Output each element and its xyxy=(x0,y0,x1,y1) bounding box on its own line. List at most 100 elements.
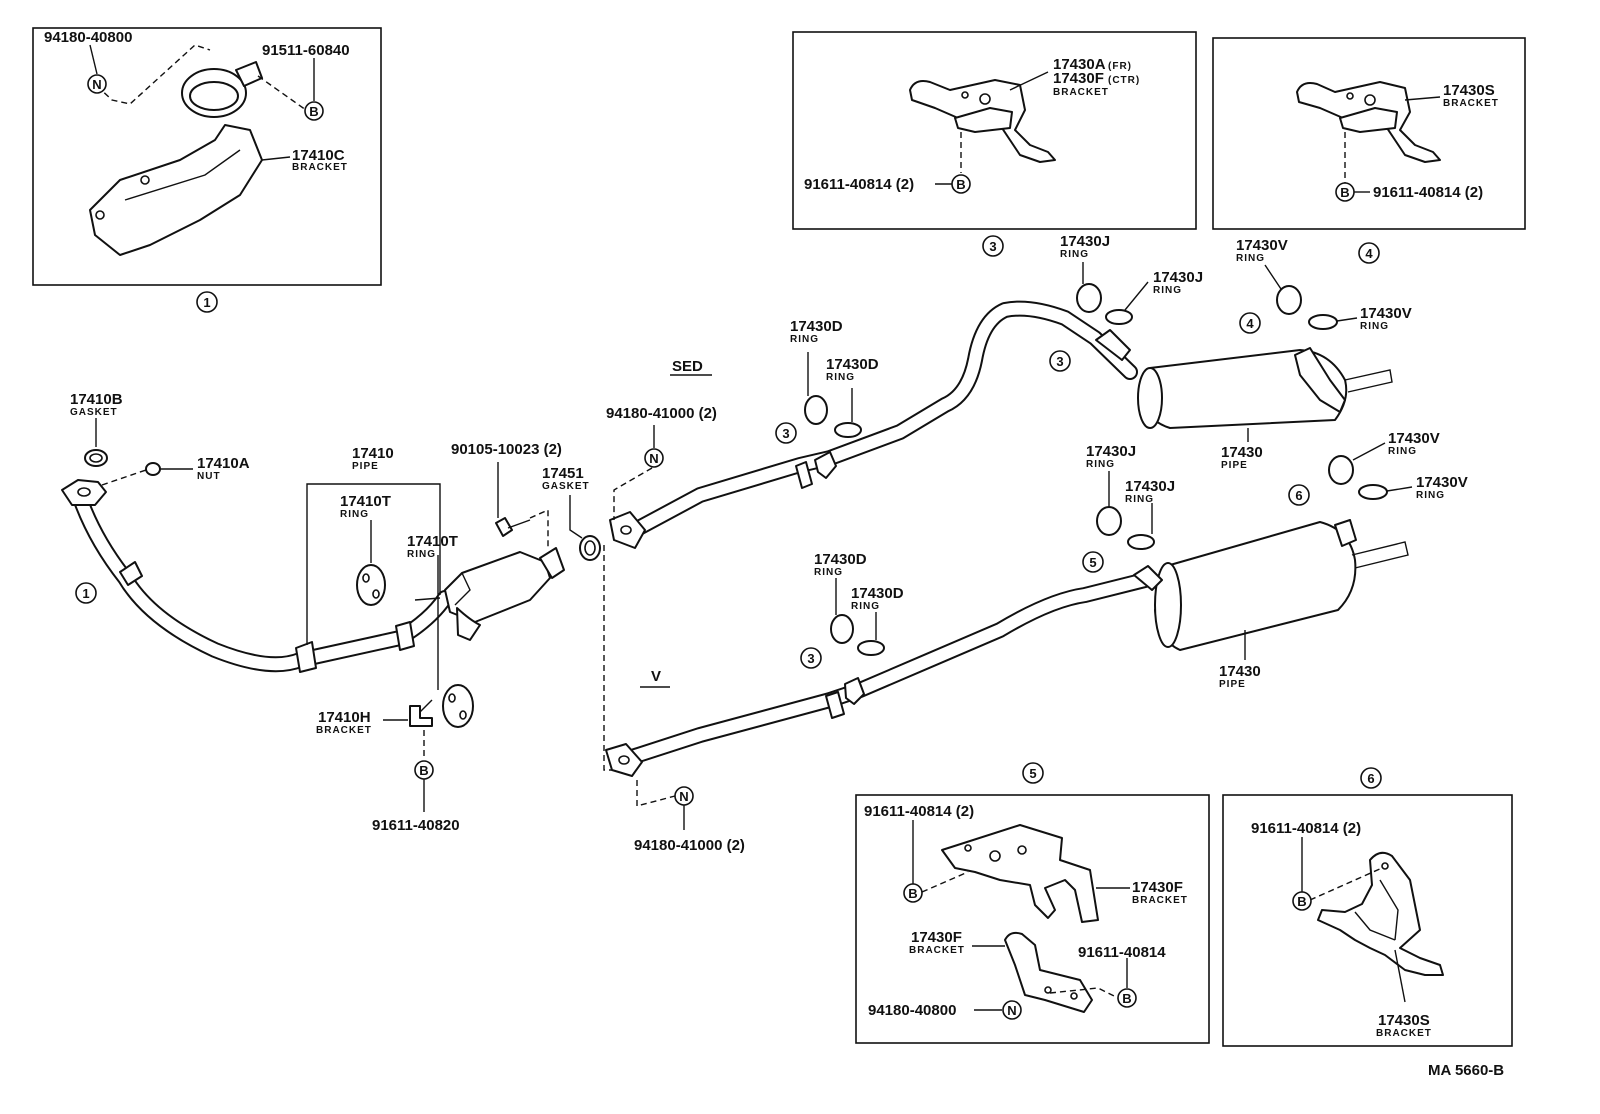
callout-91611-40814-inset5a: 91611-40814 (2) xyxy=(864,803,974,820)
callout-17430D-v-b: 17430D RING xyxy=(851,585,904,612)
leader xyxy=(1124,281,1149,311)
svg-text:B: B xyxy=(1122,991,1131,1006)
sed-center-pipe xyxy=(609,300,1138,549)
svg-text:17430J: 17430J xyxy=(1153,269,1203,286)
svg-text:6: 6 xyxy=(1367,771,1374,786)
gasket-17410B-hole xyxy=(89,453,103,463)
inset5-dash-b xyxy=(1049,987,1119,999)
callout-17430A: 17430A (FR) xyxy=(1053,56,1132,73)
svg-text:17410: 17410 xyxy=(352,445,394,462)
inset-box-6 xyxy=(1222,794,1513,1047)
svg-text:N: N xyxy=(649,451,658,466)
callout-17430J-mid-a: 17430J RING xyxy=(1086,443,1136,470)
callout-17430D-v-a: 17430D RING xyxy=(814,551,867,578)
leader xyxy=(569,495,583,539)
leader-17410-pipe xyxy=(306,483,441,645)
ring-17430D-sed-b xyxy=(834,422,862,438)
svg-text:B: B xyxy=(309,104,318,119)
svg-text:RING: RING xyxy=(1360,321,1389,332)
leader xyxy=(529,508,549,548)
svg-text:RING: RING xyxy=(1060,249,1089,260)
bracket-17410H xyxy=(409,699,433,727)
ring-17430D-v-a xyxy=(830,614,854,644)
callout-17410A: 17410A NUT xyxy=(197,455,250,482)
callout-17430V-mid-a: 17430V RING xyxy=(1388,430,1440,457)
variant-label-v: V xyxy=(640,668,670,688)
callout-17430V-top-a: 17430V RING xyxy=(1236,237,1288,264)
v-center-pipe xyxy=(605,572,1153,777)
svg-text:3: 3 xyxy=(989,239,996,254)
nut-17410A xyxy=(145,462,161,476)
callout-17430D-sed-b: 17430D RING xyxy=(826,356,879,383)
leader xyxy=(1394,949,1406,1003)
callout-91611-40814-inset5b: 91611-40814 xyxy=(1078,944,1166,961)
leader xyxy=(1336,317,1358,322)
svg-text:BRACKET: BRACKET xyxy=(316,725,372,736)
inset1-bracket-drawing xyxy=(89,61,263,256)
callout-17430F-inset5a: 17430F BRACKET xyxy=(1132,879,1187,906)
ring-17410T-upper xyxy=(356,564,386,606)
svg-text:17430J: 17430J xyxy=(1060,233,1110,250)
leader xyxy=(636,780,676,807)
svg-text:17430S: 17430S xyxy=(1443,82,1495,99)
svg-text:3: 3 xyxy=(807,651,814,666)
inset-box-5 xyxy=(855,794,1210,1044)
callout-17410B: 17410B GASKET xyxy=(70,391,123,418)
svg-text:(FR): (FR) xyxy=(1108,61,1132,72)
callout-91511-60840: 91511-60840 xyxy=(262,42,350,59)
inset-index-3: 3 xyxy=(982,235,1004,257)
svg-text:91611-40814 (2): 91611-40814 (2) xyxy=(864,803,974,820)
svg-text:17430D: 17430D xyxy=(790,318,843,335)
ring-17430D-v-b xyxy=(857,640,885,656)
svg-text:RING: RING xyxy=(407,549,436,560)
ref-marker-4: 4 xyxy=(1239,312,1261,334)
leader xyxy=(261,156,291,161)
callout-17430V-mid-b: 17430V RING xyxy=(1416,474,1468,501)
svg-text:91511-60840: 91511-60840 xyxy=(262,42,350,59)
callout-91611-40814-inset4: B 91611-40814 (2) xyxy=(1335,182,1483,202)
svg-text:17430J: 17430J xyxy=(1086,443,1136,460)
callout-17410T-a: 17410T RING xyxy=(340,493,391,520)
bolt-90105 xyxy=(495,517,531,537)
svg-text:N: N xyxy=(679,789,688,804)
leader xyxy=(89,44,98,75)
leader xyxy=(1404,96,1441,101)
svg-text:17410A: 17410A xyxy=(197,455,250,472)
ring-17430V-top-b xyxy=(1308,314,1338,330)
svg-text:17430A: 17430A xyxy=(1053,56,1106,73)
svg-text:NUT: NUT xyxy=(197,471,221,482)
svg-text:BRACKET: BRACKET xyxy=(1376,1028,1432,1039)
callout-17410T-b: 17410T RING xyxy=(407,533,458,560)
inset-index-5: 5 xyxy=(1022,762,1044,784)
inset5-upper-bracket xyxy=(941,824,1099,923)
inset3-bracket-drawing xyxy=(909,79,1056,163)
callout-17430J-top-a: 17430J RING xyxy=(1060,233,1110,260)
callout-91611-40820: 91611-40820 xyxy=(372,817,460,834)
ring-17430J-top-a xyxy=(1076,283,1102,313)
leader xyxy=(1352,442,1386,461)
callout-17430F-inset5b: 17430F BRACKET xyxy=(909,929,964,956)
front-exhaust-pipe-17410 xyxy=(61,479,453,673)
svg-text:B: B xyxy=(1340,185,1349,200)
svg-text:5: 5 xyxy=(1089,555,1096,570)
svg-text:RING: RING xyxy=(1125,494,1154,505)
inset4-bracket-drawing xyxy=(1296,81,1441,163)
callout-17430V-top-b: 17430V RING xyxy=(1360,305,1412,332)
diagram-canvas: 1 3 4 5 6 94180-40800 N 91511-60840 xyxy=(32,27,1526,1079)
ref-marker-5: 5 xyxy=(1082,551,1104,573)
svg-text:RING: RING xyxy=(814,567,843,578)
svg-text:17430: 17430 xyxy=(1219,663,1261,680)
inset6-bracket-drawing xyxy=(1317,851,1444,976)
inset-index-6: 6 xyxy=(1360,767,1382,789)
callout-17430S-inset4: 17430S BRACKET xyxy=(1443,82,1499,109)
svg-text:17410T: 17410T xyxy=(340,493,391,510)
ref-marker-6: 6 xyxy=(1288,484,1310,506)
ref-marker-3-sed-b: 3 xyxy=(1049,350,1071,372)
svg-text:94180-41000 (2): 94180-41000 (2) xyxy=(634,837,745,854)
svg-text:BRACKET: BRACKET xyxy=(1443,98,1499,109)
ring-17430V-mid-b xyxy=(1358,484,1388,500)
inset1-dash-bolt xyxy=(257,75,307,111)
svg-text:RING: RING xyxy=(851,601,880,612)
callout-94180-40800-inset5: 94180-40800 N xyxy=(868,1000,1022,1020)
svg-text:RING: RING xyxy=(340,509,369,520)
